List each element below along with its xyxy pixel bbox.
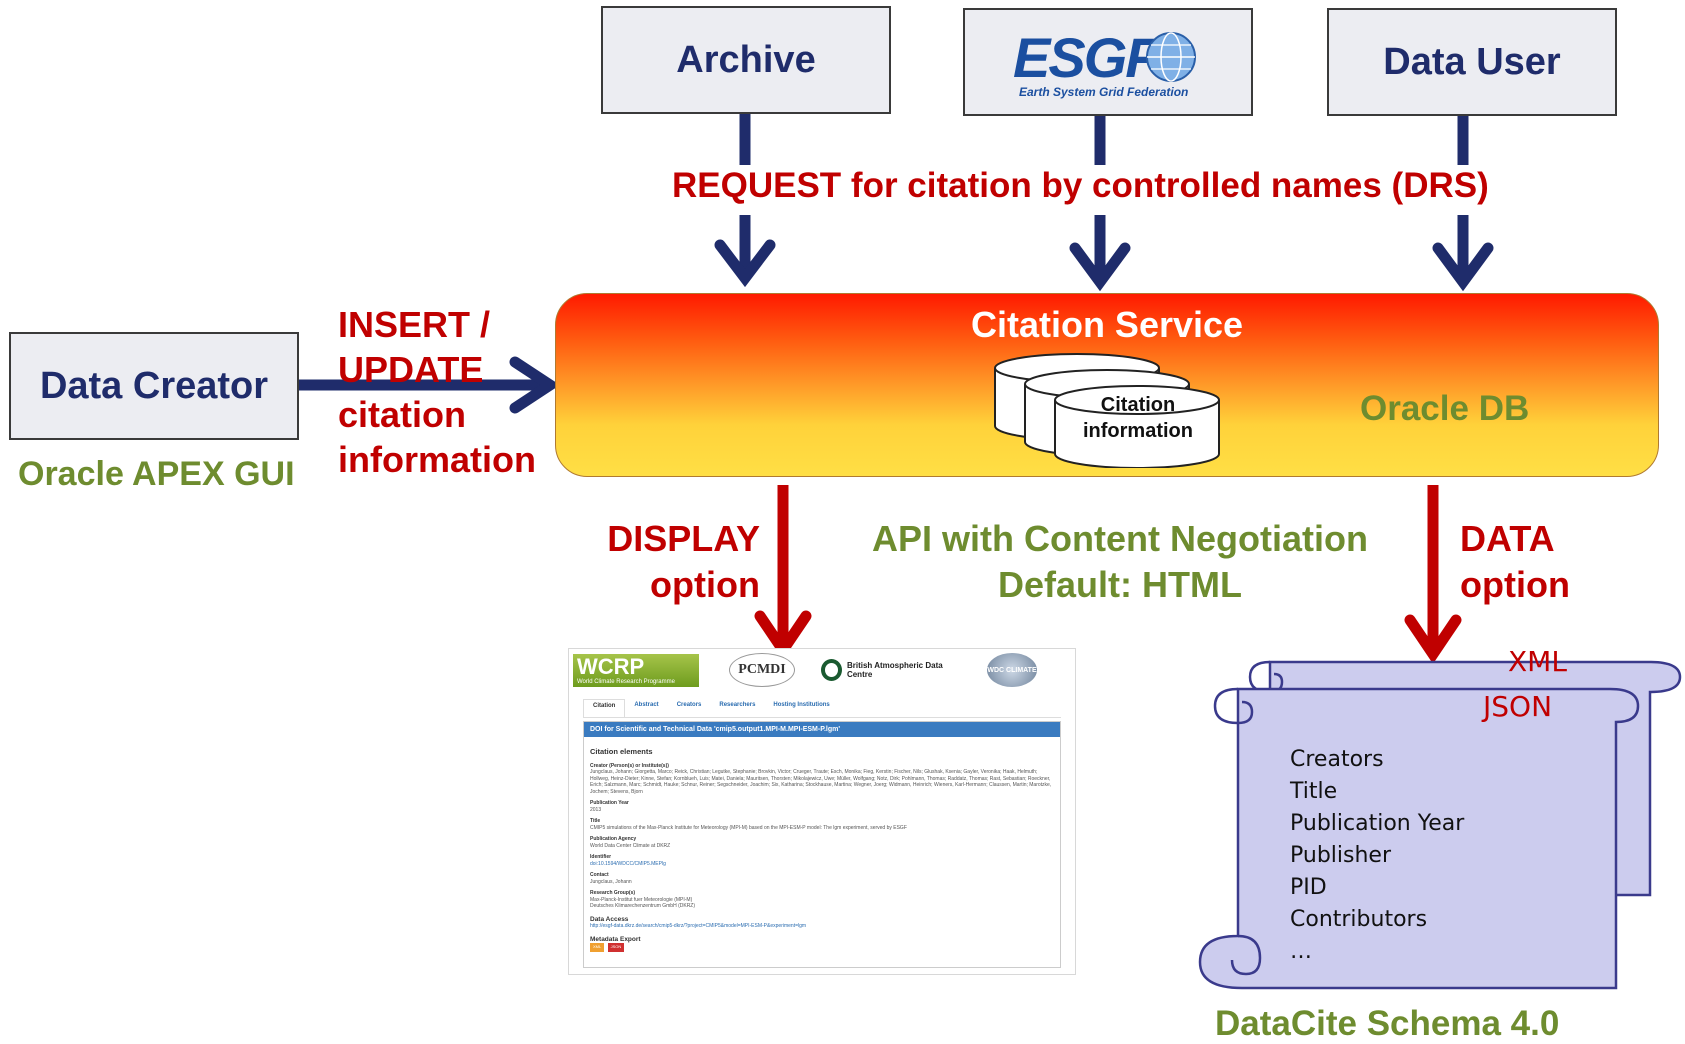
api-label: API with Content Negotiation Default: HT… <box>838 516 1402 608</box>
doi-header: DOI for Scientific and Technical Data 'c… <box>584 722 1060 737</box>
citation-body: Citation elements Creator (Person(s) or … <box>584 737 1060 956</box>
wdc-logo: WDC CLIMATE <box>987 653 1037 687</box>
citation-service-box: Citation Service Citation information Or… <box>555 293 1659 477</box>
request-label: REQUEST for citation by controlled names… <box>672 166 1489 205</box>
metadata-export-heading: Metadata Export <box>590 935 641 943</box>
field-title: Title <box>1290 779 1338 804</box>
esgf-subtitle: Earth System Grid Federation <box>1019 85 1189 99</box>
esgf-arrow <box>1069 115 1131 292</box>
identifier-field-label: Identifier <box>590 854 612 860</box>
database-icon <box>994 353 1220 468</box>
data-access-link[interactable]: http://esgf-data.dkrz.de/search/cmip5-dk… <box>590 923 807 929</box>
tab-citation[interactable]: Citation <box>583 699 626 717</box>
wdc-logo-text: WDC CLIMATE <box>987 666 1037 674</box>
landing-page-screenshot: WCRP World Climate Research Programme PC… <box>568 648 1076 975</box>
data-line-1: DATA <box>1460 518 1555 559</box>
esgf-logo: ESGF Earth System Grid Federation <box>1013 26 1203 99</box>
research-field-value-1: Max-Planck-Institut fuer Meteorologie (M… <box>590 896 693 903</box>
badc-logo-text: British Atmospheric Data Centre <box>846 661 943 679</box>
db-line-1: Citation <box>1100 394 1176 416</box>
data-user-box: Data User <box>1327 8 1617 116</box>
api-line-1: API with Content Negotiation <box>872 518 1368 559</box>
data-line-2: option <box>1460 564 1570 605</box>
display-line-2: option <box>650 564 760 605</box>
field-contributors: Contributors <box>1290 907 1428 932</box>
research-field-label: Research Group(s) <box>590 890 636 896</box>
field-creators: Creators <box>1290 747 1384 772</box>
data-creator-label: Data Creator <box>39 364 269 407</box>
pcmdi-logo: PCMDI <box>729 653 795 687</box>
pubyear-field-label: Publication Year <box>590 800 629 806</box>
citation-elements-heading: Citation elements <box>590 747 653 756</box>
json-scroll <box>1198 687 1640 990</box>
title-field-label: Title <box>590 818 601 824</box>
archive-arrow <box>714 112 776 288</box>
tab-abstract[interactable]: Abstract <box>634 702 659 708</box>
creator-field-label: Creator (Person(s) or Institute(s)) <box>590 762 669 769</box>
insert-line-4: information <box>338 439 536 480</box>
logo-bar: WCRP World Climate Research Programme PC… <box>569 649 1075 691</box>
tab-researchers[interactable]: Researchers <box>719 702 756 708</box>
insert-arrow <box>298 356 561 414</box>
title-field-value: CMIP5 simulations of the Max-Planck Inst… <box>590 824 907 831</box>
data-user-arrow <box>1432 115 1494 292</box>
apex-gui-label: Oracle APEX GUI <box>18 455 295 493</box>
globe-icon <box>1146 32 1196 82</box>
export-json-button[interactable]: JSON <box>607 943 625 952</box>
insert-line-2: UPDATE <box>338 349 484 390</box>
badc-logo: British Atmospheric Data Centre <box>821 657 961 683</box>
display-arrow <box>754 485 812 660</box>
insert-line-1: INSERT / <box>338 304 491 345</box>
archive-label: Archive <box>676 38 816 81</box>
field-pid: PID <box>1290 875 1327 900</box>
field-publisher: Publisher <box>1290 843 1391 868</box>
json-label: JSON <box>1483 690 1553 723</box>
contact-field-value: Jungclaus, Johann <box>590 878 632 885</box>
wcrp-logo-text: WCRP <box>577 654 645 679</box>
data-creator-box: Data Creator <box>9 332 299 440</box>
creator-field-value: Jungclaus, Johann; Giorgetta, Marco; Rei… <box>590 769 1052 795</box>
export-xml-button[interactable]: XML <box>590 943 605 952</box>
badc-ring-icon <box>821 659 842 681</box>
data-user-label: Data User <box>1383 40 1561 83</box>
data-option-label: DATA option <box>1460 516 1570 608</box>
xml-label: XML <box>1508 645 1567 678</box>
schema-field-list: Creators Title Publication Year Publishe… <box>1290 744 1464 968</box>
citation-service-title: Citation Service <box>970 304 1244 345</box>
contact-field-label: Contact <box>590 872 609 878</box>
citation-panel: DOI for Scientific and Technical Data 'c… <box>583 721 1061 968</box>
esgf-box: ESGF Earth System Grid Federation <box>963 8 1253 116</box>
wcrp-logo: WCRP World Climate Research Programme <box>573 654 699 687</box>
data-access-heading: Data Access <box>590 915 629 923</box>
display-option-label: DISPLAY option <box>560 516 760 608</box>
identifier-link[interactable]: doi:10.1594/WDCC/CMIP5.MEPlg <box>590 860 666 867</box>
landing-tabs: Citation Abstract Creators Researchers H… <box>583 699 1061 718</box>
scrolls-graphic <box>1198 660 1682 990</box>
db-label: Citation information <box>1052 392 1224 444</box>
agency-field-value: World Data Center Climate at DKRZ <box>590 842 671 849</box>
db-line-2: information <box>1083 420 1193 442</box>
esgf-logo-text: ESGF <box>1013 26 1159 89</box>
pubyear-field-value: 2013 <box>590 806 602 813</box>
data-arrow <box>1404 485 1462 664</box>
insert-line-3: citation <box>338 394 467 435</box>
api-line-2: Default: HTML <box>998 564 1242 605</box>
field-publication-year: Publication Year <box>1290 811 1465 836</box>
wcrp-logo-sub: World Climate Research Programme <box>577 679 675 685</box>
export-buttons: XML JSON <box>590 943 1054 952</box>
archive-box: Archive <box>601 6 891 114</box>
pcmdi-logo-text: PCMDI <box>738 662 786 677</box>
insert-update-label: INSERT / UPDATE citation information <box>338 302 536 482</box>
field-ellipsis: … <box>1290 939 1312 964</box>
tab-creators[interactable]: Creators <box>676 702 702 708</box>
agency-field-label: Publication Agency <box>590 836 637 842</box>
research-field-value-2: Deutsches Klimarechenzentrum GmbH (DKRZ) <box>590 903 696 909</box>
datacite-schema-label: DataCite Schema 4.0 <box>1215 1004 1560 1043</box>
display-line-1: DISPLAY <box>607 518 760 559</box>
oracle-db-label: Oracle DB <box>1360 389 1530 428</box>
tab-hosting-institutions[interactable]: Hosting Institutions <box>773 702 830 708</box>
